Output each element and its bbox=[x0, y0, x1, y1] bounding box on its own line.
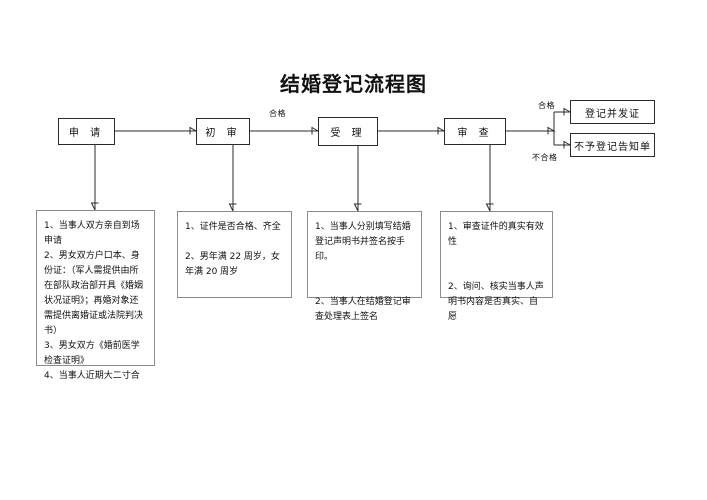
detail-box-first-review: 1、证件是否合格、齐全 2、男年满 22 周岁，女年满 20 周岁 bbox=[177, 211, 292, 298]
edge-label-qualified-branch: 合格 bbox=[538, 101, 555, 110]
flow-outcome-refusal-notice[interactable]: 不予登记告知单 bbox=[570, 133, 655, 157]
edge-label-unqualified-branch: 不合格 bbox=[532, 153, 558, 162]
flow-node-first-review[interactable]: 初 审 bbox=[196, 118, 250, 145]
flow-outcome-issue-certificate[interactable]: 登记并发证 bbox=[570, 100, 655, 124]
edge-label-qualified-mid: 合格 bbox=[269, 109, 286, 118]
flow-node-examine[interactable]: 审 查 bbox=[444, 118, 506, 145]
flow-node-accept[interactable]: 受 理 bbox=[318, 117, 378, 146]
detail-box-apply: 1、当事人双方亲自到场申请 2、男女双方户口本、身份证：（军人需提供由所在部队政… bbox=[36, 210, 155, 381]
detail-box-examine: 1、审查证件的真实有效性 2、询问、核实当事人声明书内容是否真实、自愿 bbox=[440, 211, 553, 322]
detail-box-accept: 1、当事人分别填写结婚登记声明书并签名按手印。 2、当事人在结婚登记审查处理表上… bbox=[307, 211, 422, 322]
page-title: 结婚登记流程图 bbox=[280, 72, 427, 96]
flow-node-apply[interactable]: 申 请 bbox=[58, 118, 115, 145]
